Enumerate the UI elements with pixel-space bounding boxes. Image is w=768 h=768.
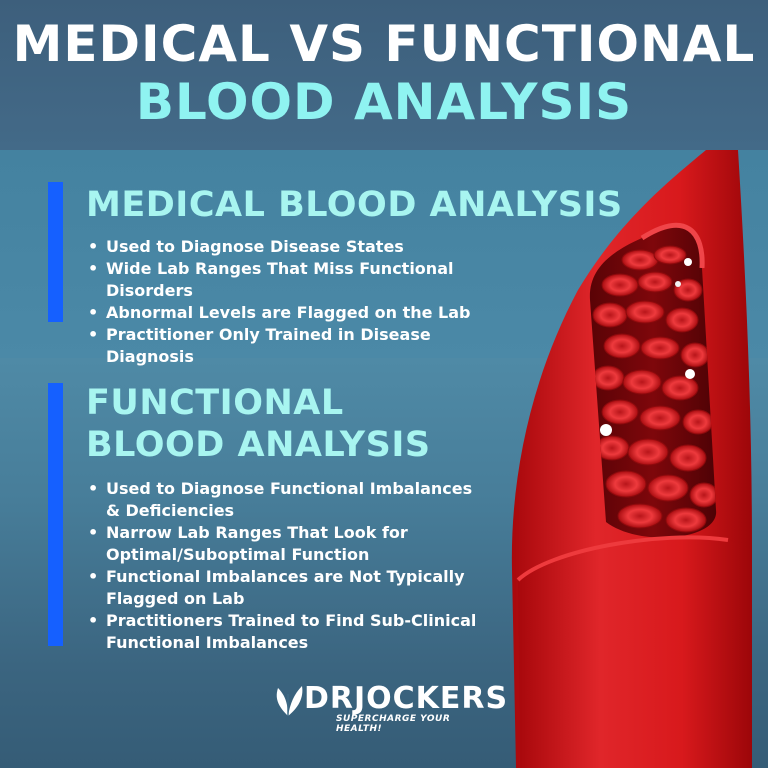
white-blood-cell (675, 281, 681, 287)
blood-vessel-illustration (511, 150, 752, 768)
red-blood-cells (589, 245, 717, 533)
white-blood-cell (685, 369, 695, 379)
logo-tagline: SUPERCHARGE YOUR HEALTH! (336, 714, 451, 734)
medical-bullet-list: Used to Diagnose Disease States Wide Lab… (86, 236, 506, 368)
list-item: Practitioner Only Trained in Disease Dia… (86, 324, 506, 368)
list-item: Practitioners Trained to Find Sub-Clinic… (86, 610, 486, 654)
list-item: Used to Diagnose Functional Imbalances &… (86, 478, 486, 522)
list-item: Used to Diagnose Disease States (86, 236, 506, 258)
header-banner: MEDICAL VS FUNCTIONAL BLOOD ANALYSIS (0, 0, 768, 150)
list-item: Abnormal Levels are Flagged on the Lab (86, 302, 506, 324)
white-blood-cell (600, 424, 612, 436)
drjockers-logo: DRJOCKERS SUPERCHARGE YOUR HEALTH! (270, 680, 507, 734)
main-title-line1: MEDICAL VS FUNCTIONAL (12, 15, 756, 73)
functional-accent-bar (48, 383, 63, 646)
medical-accent-bar (48, 182, 63, 322)
main-title-line2: BLOOD ANALYSIS (135, 73, 633, 131)
logo-wordmark: DRJOCKERS (304, 681, 509, 716)
vessel-front-section (518, 537, 752, 768)
white-blood-cell (684, 258, 692, 266)
medical-section-title: MEDICAL BLOOD ANALYSIS (86, 185, 623, 225)
functional-section-title-line1: FUNCTIONAL (86, 383, 344, 423)
list-item: Wide Lab Ranges That Miss Functional Dis… (86, 258, 506, 302)
list-item: Functional Imbalances are Not Typically … (86, 566, 486, 610)
leaf-logo-icon (276, 686, 303, 716)
functional-bullet-list: Used to Diagnose Functional Imbalances &… (86, 478, 486, 654)
list-item: Narrow Lab Ranges That Look for Optimal/… (86, 522, 486, 566)
functional-section-title-line2: BLOOD ANALYSIS (86, 425, 431, 465)
